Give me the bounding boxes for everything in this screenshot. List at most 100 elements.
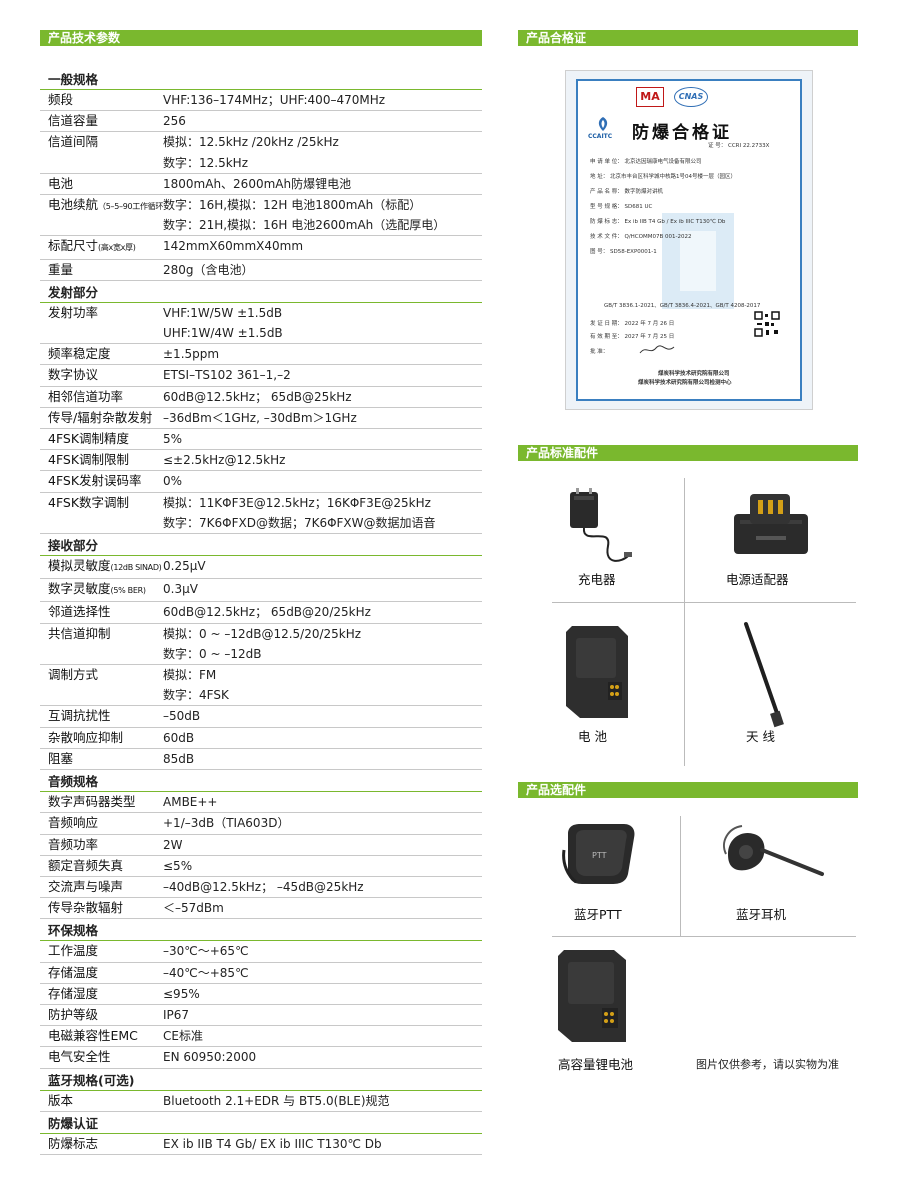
- spec-label-text: 电池续航: [48, 197, 99, 213]
- spec-label-text: 数字协议: [48, 367, 99, 383]
- spec-value: 模拟：11KΦF3E@12.5kHz；16KΦF3E@25kHz: [163, 495, 431, 510]
- battery-icon: [566, 626, 628, 718]
- spec-values: IP67: [163, 1005, 482, 1025]
- spec-label: 标配尺寸(高x宽x厚): [40, 236, 163, 258]
- spec-row: 额定音频失真≤5%: [40, 856, 482, 877]
- spec-row: 数字协议 ETSI–TS102 361–1,–2: [40, 365, 482, 387]
- spec-label-text: 重量: [48, 261, 74, 277]
- certificate: MA CNAS CCAITC 防爆合格证 证 号： CCRI 22.2733X …: [576, 79, 802, 401]
- spec-label-text: 存储温度: [48, 964, 99, 980]
- charger-label: 充电器: [578, 572, 616, 587]
- power-adapter-icon: [734, 494, 808, 554]
- spec-label: 电池: [40, 174, 163, 194]
- signature-icon: [639, 345, 675, 354]
- spec-label-text: 4FSK发射误码率: [48, 473, 142, 489]
- spec-label-text: 传导杂散辐射: [48, 900, 124, 916]
- spec-label: 版本: [40, 1091, 163, 1111]
- cert-issue-date: 发 证 日 期： 2022 年 7 月 26 日: [590, 321, 675, 327]
- cert-model: 型 号 规 格： SD681 UC: [590, 204, 653, 210]
- charger-icon: [570, 488, 632, 562]
- spec-label-text: 相邻信道功率: [48, 388, 124, 404]
- spec-value: 数字：7K6ΦFXD@数据；7K6ΦFXW@数据加语音: [163, 515, 436, 530]
- spec-value: –30℃～+65℃: [163, 944, 249, 959]
- spec-label-note: （5–5–90工作循环）: [98, 202, 163, 212]
- spec-values: –30℃～+65℃: [163, 941, 482, 961]
- cert-approver: 批 准：: [590, 349, 609, 355]
- spec-label-text: 互调抗扰性: [48, 708, 111, 724]
- spec-value: 0%: [163, 474, 183, 489]
- spec-label-text: 调制方式: [48, 667, 99, 683]
- spec-values: –50dB: [163, 706, 482, 726]
- spec-label: 电磁兼容性EMC: [40, 1026, 163, 1046]
- spec-value: EX ib IIB T4 Gb/ EX ib IIIC T130℃ Db: [163, 1136, 382, 1151]
- spec-label: 存储温度: [40, 963, 163, 983]
- spec-value: 模拟：12.5kHz /20kHz /25kHz: [163, 135, 339, 150]
- spec-label-text: 音频功率: [48, 836, 99, 852]
- std-accessories-header: 产品标准配件: [518, 445, 858, 461]
- qr-code-icon: [754, 311, 780, 337]
- spec-row: 防护等级 IP67: [40, 1005, 482, 1027]
- spec-values: ≤5%: [163, 856, 482, 876]
- spec-label-text: 交流声与噪声: [48, 878, 124, 894]
- spec-values: EN 60950:2000: [163, 1047, 482, 1067]
- spec-value: ETSI–TS102 361–1,–2: [163, 368, 291, 383]
- spec-row: 互调抗扰性 –50dB: [40, 706, 482, 728]
- spec-values: 1800mAh、2600mAh防爆锂电池: [163, 174, 482, 194]
- spec-value: ≤95%: [163, 986, 200, 1001]
- spec-value: VHF:136–174MHz；UHF:400–470MHz: [163, 93, 386, 107]
- cert-drawing: 图 号： SD58-EXP0001-1: [590, 249, 657, 255]
- spec-values: 60dB@12.5kHz； 65dB@20/25kHz: [163, 602, 482, 622]
- spec-label: 数字声码器类型: [40, 792, 163, 812]
- disclaimer-note: 图片仅供参考，请以实物为准: [696, 1058, 839, 1071]
- power-adapter-label: 电源适配器: [726, 572, 789, 587]
- grid-divider: [552, 936, 856, 937]
- spec-value: –40dB@12.5kHz； –45dB@25kHz: [163, 879, 364, 894]
- spec-label: 4FSK发射误码率: [40, 471, 163, 491]
- spec-label: 重量: [40, 260, 163, 280]
- spec-label-text: 传导/辐射杂散发射: [48, 409, 153, 425]
- section-title: 音频规格: [40, 770, 482, 793]
- spec-header: 产品技术参数: [40, 30, 482, 46]
- spec-label-text: 4FSK调制精度: [48, 431, 130, 447]
- spec-row: 存储温度–40℃～+85℃: [40, 963, 482, 984]
- spec-value: 数字：21H,模拟：16H 电池2600mAh（选配厚电）: [163, 218, 446, 233]
- cert-org2: 煤炭科学技术研究院有限公司检测中心: [638, 380, 732, 386]
- section-title: 环保规格: [40, 919, 482, 942]
- spec-label: 频率稳定度: [40, 344, 163, 364]
- spec-label: 频段: [40, 90, 163, 110]
- spec-row: 音频响应+1/–3dB（TIA603D）: [40, 813, 482, 835]
- cnas-mark-icon: CNAS: [674, 87, 708, 107]
- spec-values: CE标准: [163, 1026, 482, 1046]
- spec-values: ±1.5ppm: [163, 344, 482, 364]
- spec-label: 发射功率: [40, 303, 163, 343]
- cert-standards: GB/T 3836.1-2021、GB/T 3836.4-2021、GB/T 4…: [604, 303, 761, 309]
- spec-label-text: 信道容量: [48, 113, 99, 129]
- spec-value: ＜–57dBm: [163, 901, 224, 916]
- spec-row: 音频功率 2W: [40, 835, 482, 856]
- spec-label-text: 数字声码器类型: [48, 794, 136, 810]
- spec-value: 数字：0 ~ –12dB: [163, 646, 262, 661]
- spec-values: +1/–3dB（TIA603D）: [163, 813, 482, 833]
- spec-label: 数字协议: [40, 365, 163, 385]
- spec-values: 2W: [163, 835, 482, 855]
- antenna-label: 天 线: [746, 729, 775, 744]
- spec-value: 60dB: [163, 730, 195, 745]
- spec-values: 模拟：11KΦF3E@12.5kHz；16KΦF3E@25kHz 数字：7K6ΦF…: [163, 493, 482, 533]
- spec-label-text: 阻塞: [48, 750, 74, 766]
- spec-label-text: 防护等级: [48, 1006, 99, 1022]
- high-capacity-battery-icon: [558, 950, 626, 1042]
- spec-values: VHF:136–174MHz；UHF:400–470MHz: [163, 90, 482, 110]
- grid-divider: [552, 602, 856, 603]
- spec-label: 数字灵敏度(5% BER): [40, 579, 163, 601]
